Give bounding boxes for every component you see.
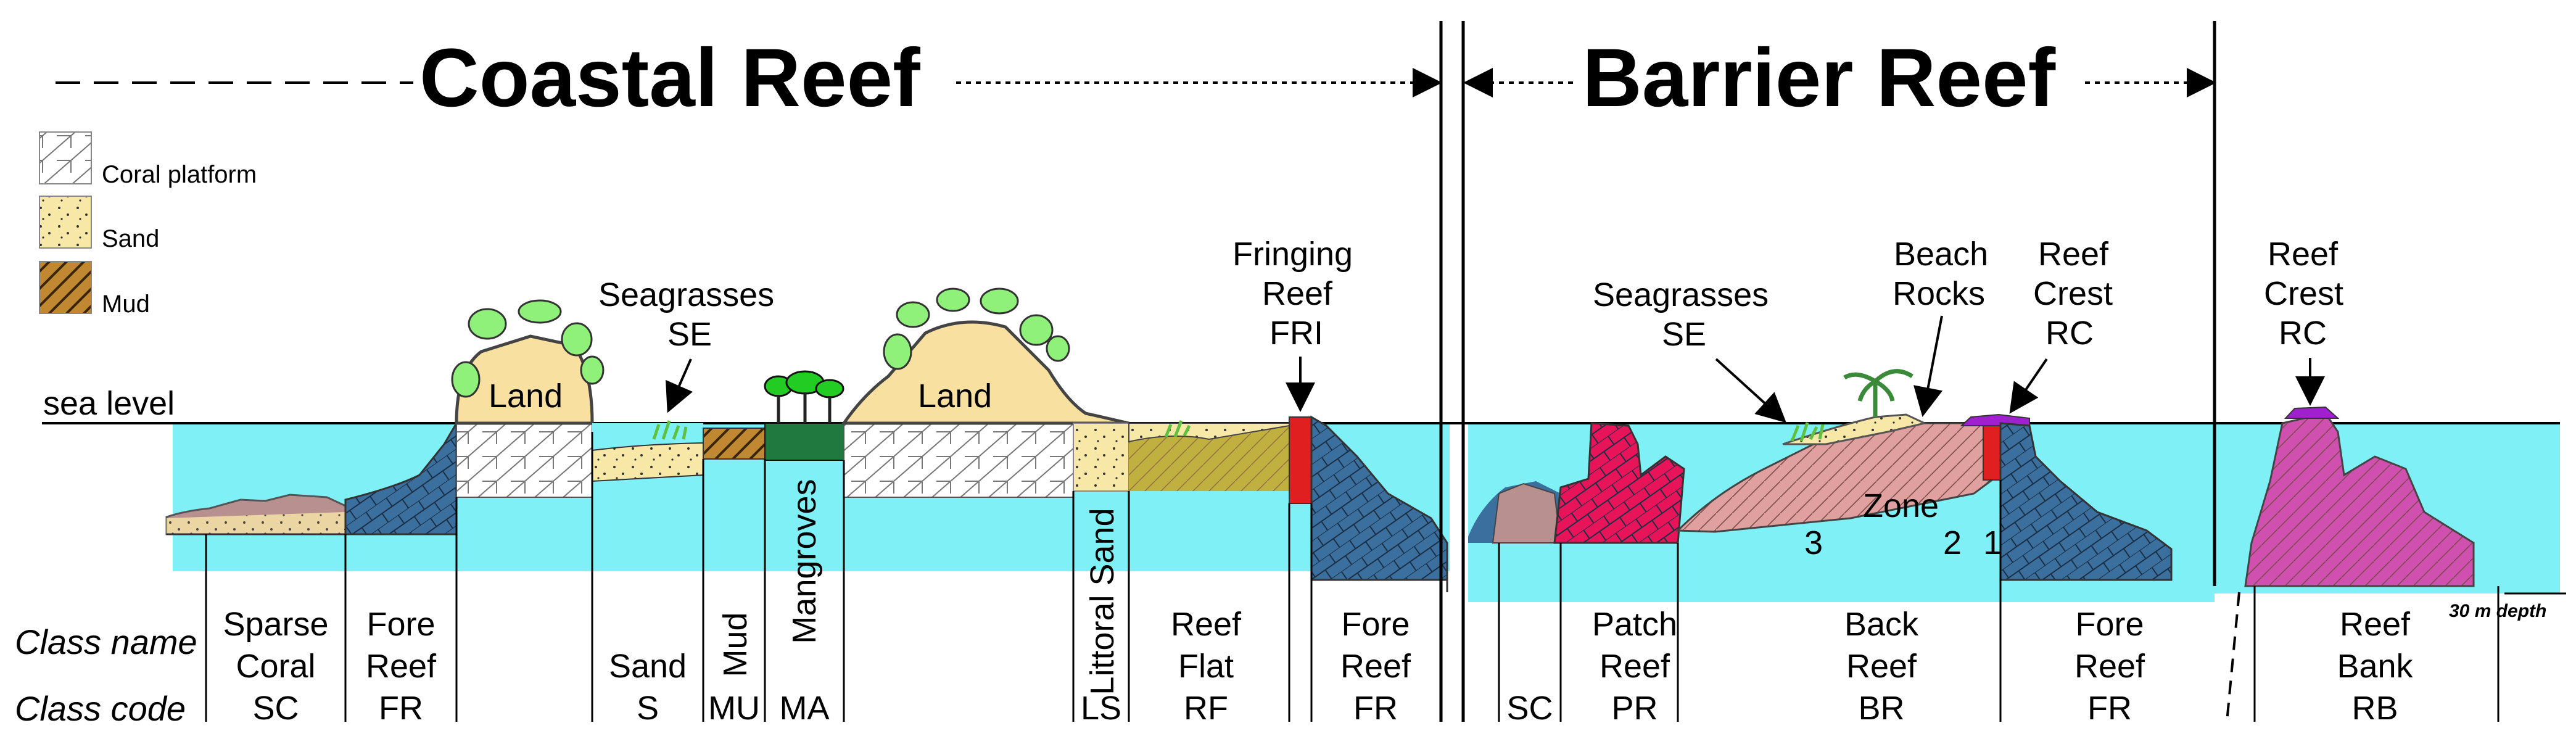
sparse-coral-sand (167, 512, 345, 534)
coastal-reef-title: Coastal Reef (419, 32, 920, 124)
class-name-fr-left-2: Reef (366, 648, 437, 685)
fringing-label-1: Fringing (1232, 236, 1353, 273)
bank-dashed-line (2226, 592, 2240, 722)
reef-crest-barrier-label-2: Crest (2033, 275, 2113, 312)
class-name-fr-barrier-1: Fore (2075, 606, 2144, 643)
mangrove-trees (764, 370, 844, 399)
fringing-label-2: Reef (1262, 275, 1333, 312)
class-code-fr-left: FR (379, 690, 423, 727)
class-name-rb-1: Reef (2340, 606, 2411, 643)
zone-number-3: 3 (1804, 524, 1823, 561)
class-name-sand: Sand (609, 648, 687, 685)
class-code-pr: PR (1611, 690, 1657, 727)
fringing-label-3: FRI (1269, 315, 1323, 352)
reef-crest-bank-label-2: Crest (2264, 275, 2343, 312)
land-right-label: Land (918, 378, 992, 415)
coastal-profile (165, 287, 1448, 581)
coral-platform-right (843, 423, 1074, 498)
reef-crest-bank-label-3: RC (2279, 315, 2327, 352)
fringing-reef-block (1289, 416, 1312, 504)
beach-rocks-arrow (1913, 315, 1943, 417)
littoral-sand (1073, 423, 1129, 492)
class-code-sc: SC (252, 690, 299, 727)
class-name-br-2: Reef (1846, 648, 1917, 685)
mud-strip (703, 428, 766, 460)
sand-basin-floor (592, 442, 704, 482)
legend-swatch-sand (39, 196, 92, 249)
beach-rocks-label-2: Rocks (1893, 275, 1985, 312)
class-code-littoral-sand: LS (1081, 690, 1121, 727)
barrier-profile (1468, 369, 2173, 581)
legend-label-sand: Sand (102, 225, 159, 252)
class-code-mud: MU (708, 690, 760, 727)
seagrass-coastal-label-1: Seagrasses (598, 276, 774, 313)
sea-level-label: sea level (43, 385, 175, 422)
class-name-pr-1: Patch (1592, 606, 1677, 643)
column-dividers (205, 432, 2500, 722)
seagrass-barrier (1790, 422, 1825, 442)
seagrass-reef-flat-tuft (1164, 420, 1191, 437)
trees-left (451, 299, 605, 398)
reef-crest-bank (2284, 406, 2340, 419)
palm-tree (1843, 369, 1913, 417)
class-code-rf: RF (1184, 690, 1228, 727)
class-code-sc-barrier: SC (1506, 690, 1553, 727)
zone-number-1: 1 (1983, 524, 2002, 561)
beach-rocks-label-1: Beach (1894, 236, 1988, 273)
row-label-class-code: Class code (15, 689, 186, 728)
class-code-rb: RB (2351, 690, 2398, 727)
class-name-mud: Mud (717, 612, 754, 677)
coral-platform-left (456, 423, 593, 498)
land-right-shape (841, 320, 1129, 425)
reef-crest-barrier-arrow (2009, 358, 2048, 414)
mangroves-strip (764, 423, 844, 461)
reef-crest-bank-label-1: Reef (2268, 236, 2339, 273)
class-name-pr-2: Reef (1600, 648, 1670, 685)
class-name-sc-2: Coral (236, 648, 315, 685)
reef-crest-barrier-label-1: Reef (2038, 236, 2109, 273)
class-name-rf-2: Flat (1178, 648, 1234, 685)
seagrass-barrier-label-1: Seagrasses (1593, 276, 1769, 313)
zone-number-2: 2 (1943, 524, 1962, 561)
seagrass-coastal-tuft (652, 420, 688, 440)
legend-swatch-mud (39, 261, 92, 314)
class-name-rf-1: Reef (1171, 606, 1242, 643)
reef-crest-red-block (1983, 423, 2001, 481)
legend-label-mud: Mud (102, 291, 150, 318)
title-row: Coastal Reef Barrier Reef (56, 32, 2216, 124)
reef-crest-barrier-label-3: RC (2046, 315, 2094, 352)
class-code-br: BR (1858, 690, 1904, 727)
seagrass-coastal-label-2: SE (667, 316, 712, 353)
class-name-rb-2: Bank (2337, 648, 2413, 685)
class-name-fr-left-1: Fore (366, 606, 435, 643)
trees-right (883, 287, 1070, 370)
legend-swatch-coral-platform (39, 131, 92, 184)
seagrass-coastal-arrow (666, 358, 693, 413)
land-left-label: Land (489, 378, 563, 415)
coastal-bottom-outline (167, 533, 1448, 592)
barrier-reef-title: Barrier Reef (1582, 32, 2056, 124)
row-label-class-name: Class name (15, 622, 197, 661)
legend-label-coral-platform: Coral platform (102, 161, 257, 188)
class-name-fr-coastal-2: Reef (1340, 648, 1411, 685)
class-name-br-1: Back (1844, 606, 1919, 643)
legend: Coral platform Sand Mud (39, 131, 257, 318)
class-code-fr-coastal: FR (1353, 690, 1398, 727)
class-name-fr-coastal-1: Fore (1341, 606, 1410, 643)
class-code-mangroves: MA (780, 690, 830, 727)
class-code-fr-barrier: FR (2087, 690, 2132, 727)
feature-labels: Land Land Seagrasses SE Fringing Reef FR… (489, 236, 2343, 561)
seagrass-barrier-label-2: SE (1662, 316, 1706, 353)
class-table: Sparse Coral SC Fore Reef FR Sand S Mud … (223, 479, 2413, 727)
class-name-mangroves: Mangroves (786, 479, 823, 643)
zone-label: Zone (1863, 487, 1939, 524)
class-code-sand: S (637, 690, 659, 727)
class-name-fr-barrier-2: Reef (2074, 648, 2145, 685)
class-name-sc-1: Sparse (223, 606, 328, 643)
seagrass-barrier-arrow (1715, 358, 1786, 423)
class-name-littoral-sand: Littoral Sand (1084, 508, 1121, 695)
